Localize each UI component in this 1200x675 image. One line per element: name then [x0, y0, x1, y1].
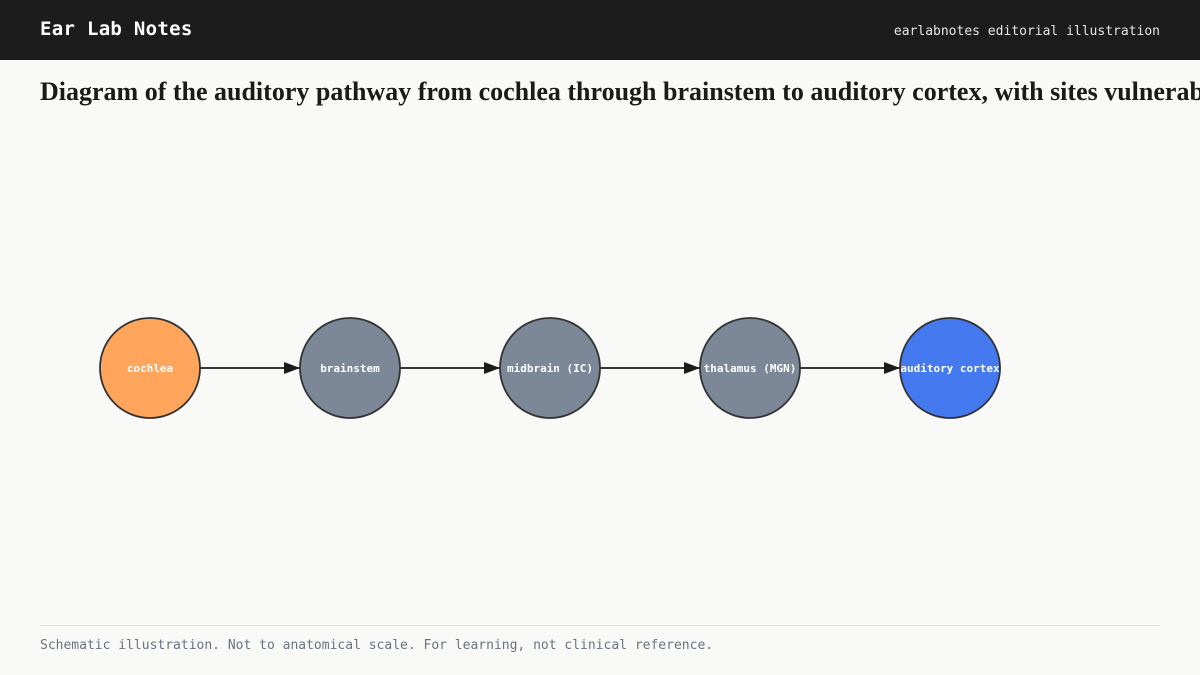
footer-divider	[40, 625, 1160, 626]
node-label-midbrain: midbrain (IC)	[507, 362, 593, 375]
node-label-cortex: auditory cortex	[900, 362, 1000, 375]
footer-note: Schematic illustration. Not to anatomica…	[40, 638, 714, 653]
site-tagline: earlabnotes editorial illustration	[893, 24, 1160, 39]
node-label-brainstem: brainstem	[320, 362, 380, 375]
node-cortex[interactable]: auditory cortex	[899, 317, 1001, 419]
node-label-thalamus: thalamus (MGN)	[704, 362, 797, 375]
node-thalamus[interactable]: thalamus (MGN)	[699, 317, 801, 419]
node-circle-midbrain	[499, 317, 601, 419]
page-title: Diagram of the auditory pathway from coc…	[40, 77, 1200, 106]
top-bar: Ear Lab Notes earlabnotes editorial illu…	[0, 0, 1200, 60]
node-brainstem[interactable]: brainstem	[299, 317, 401, 419]
node-circle-brainstem	[299, 317, 401, 419]
node-cochlea[interactable]: cochlea	[99, 317, 201, 419]
node-circle-cochlea	[99, 317, 201, 419]
node-label-cochlea: cochlea	[127, 362, 173, 375]
site-brand[interactable]: Ear Lab Notes	[40, 18, 193, 40]
node-circle-cortex	[899, 317, 1001, 419]
node-midbrain[interactable]: midbrain (IC)	[499, 317, 601, 419]
node-circle-thalamus	[699, 317, 801, 419]
